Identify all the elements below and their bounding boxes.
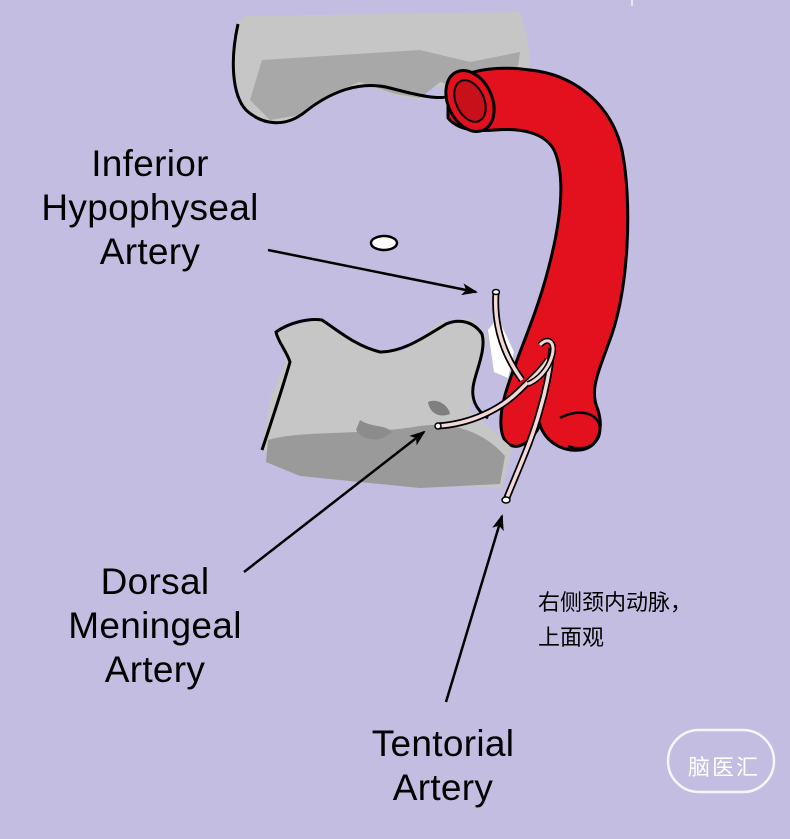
watermark-logo	[666, 728, 776, 794]
label-inferior-hypophyseal-artery: Inferior Hypophyseal Artery	[14, 142, 286, 274]
dorsum-sellae	[260, 318, 512, 488]
watermark-text: 脑医汇	[687, 756, 760, 781]
internal-carotid-artery	[444, 66, 630, 452]
meningohypophyseal-branches	[434, 288, 556, 504]
arrow-inferior-hypophyseal	[267, 248, 478, 296]
label-line: Meningeal	[68, 605, 242, 646]
label-line: Hypophyseal	[41, 187, 259, 228]
caption-line: 右侧颈内动脉，	[538, 591, 693, 616]
label-line: Artery	[99, 231, 201, 272]
arrow-dorsal-meningeal	[243, 430, 426, 573]
label-line: Artery	[392, 767, 494, 808]
label-line: Dorsal	[100, 561, 210, 602]
upper-bone	[231, 12, 530, 125]
caption-line: 上面观	[538, 626, 605, 651]
frame-edge	[631, 0, 633, 6]
caption-chinese: 右侧颈内动脉， 上面观	[538, 586, 692, 656]
label-line: Inferior	[91, 143, 209, 184]
label-line: Tentorial	[371, 723, 515, 764]
pituitary-stalk-oval	[369, 234, 399, 252]
label-dorsal-meningeal-artery: Dorsal Meningeal Artery	[32, 560, 278, 692]
label-line: Artery	[104, 649, 206, 690]
arrow-tentorial	[444, 514, 504, 703]
label-tentorial-artery: Tentorial Artery	[330, 722, 556, 810]
